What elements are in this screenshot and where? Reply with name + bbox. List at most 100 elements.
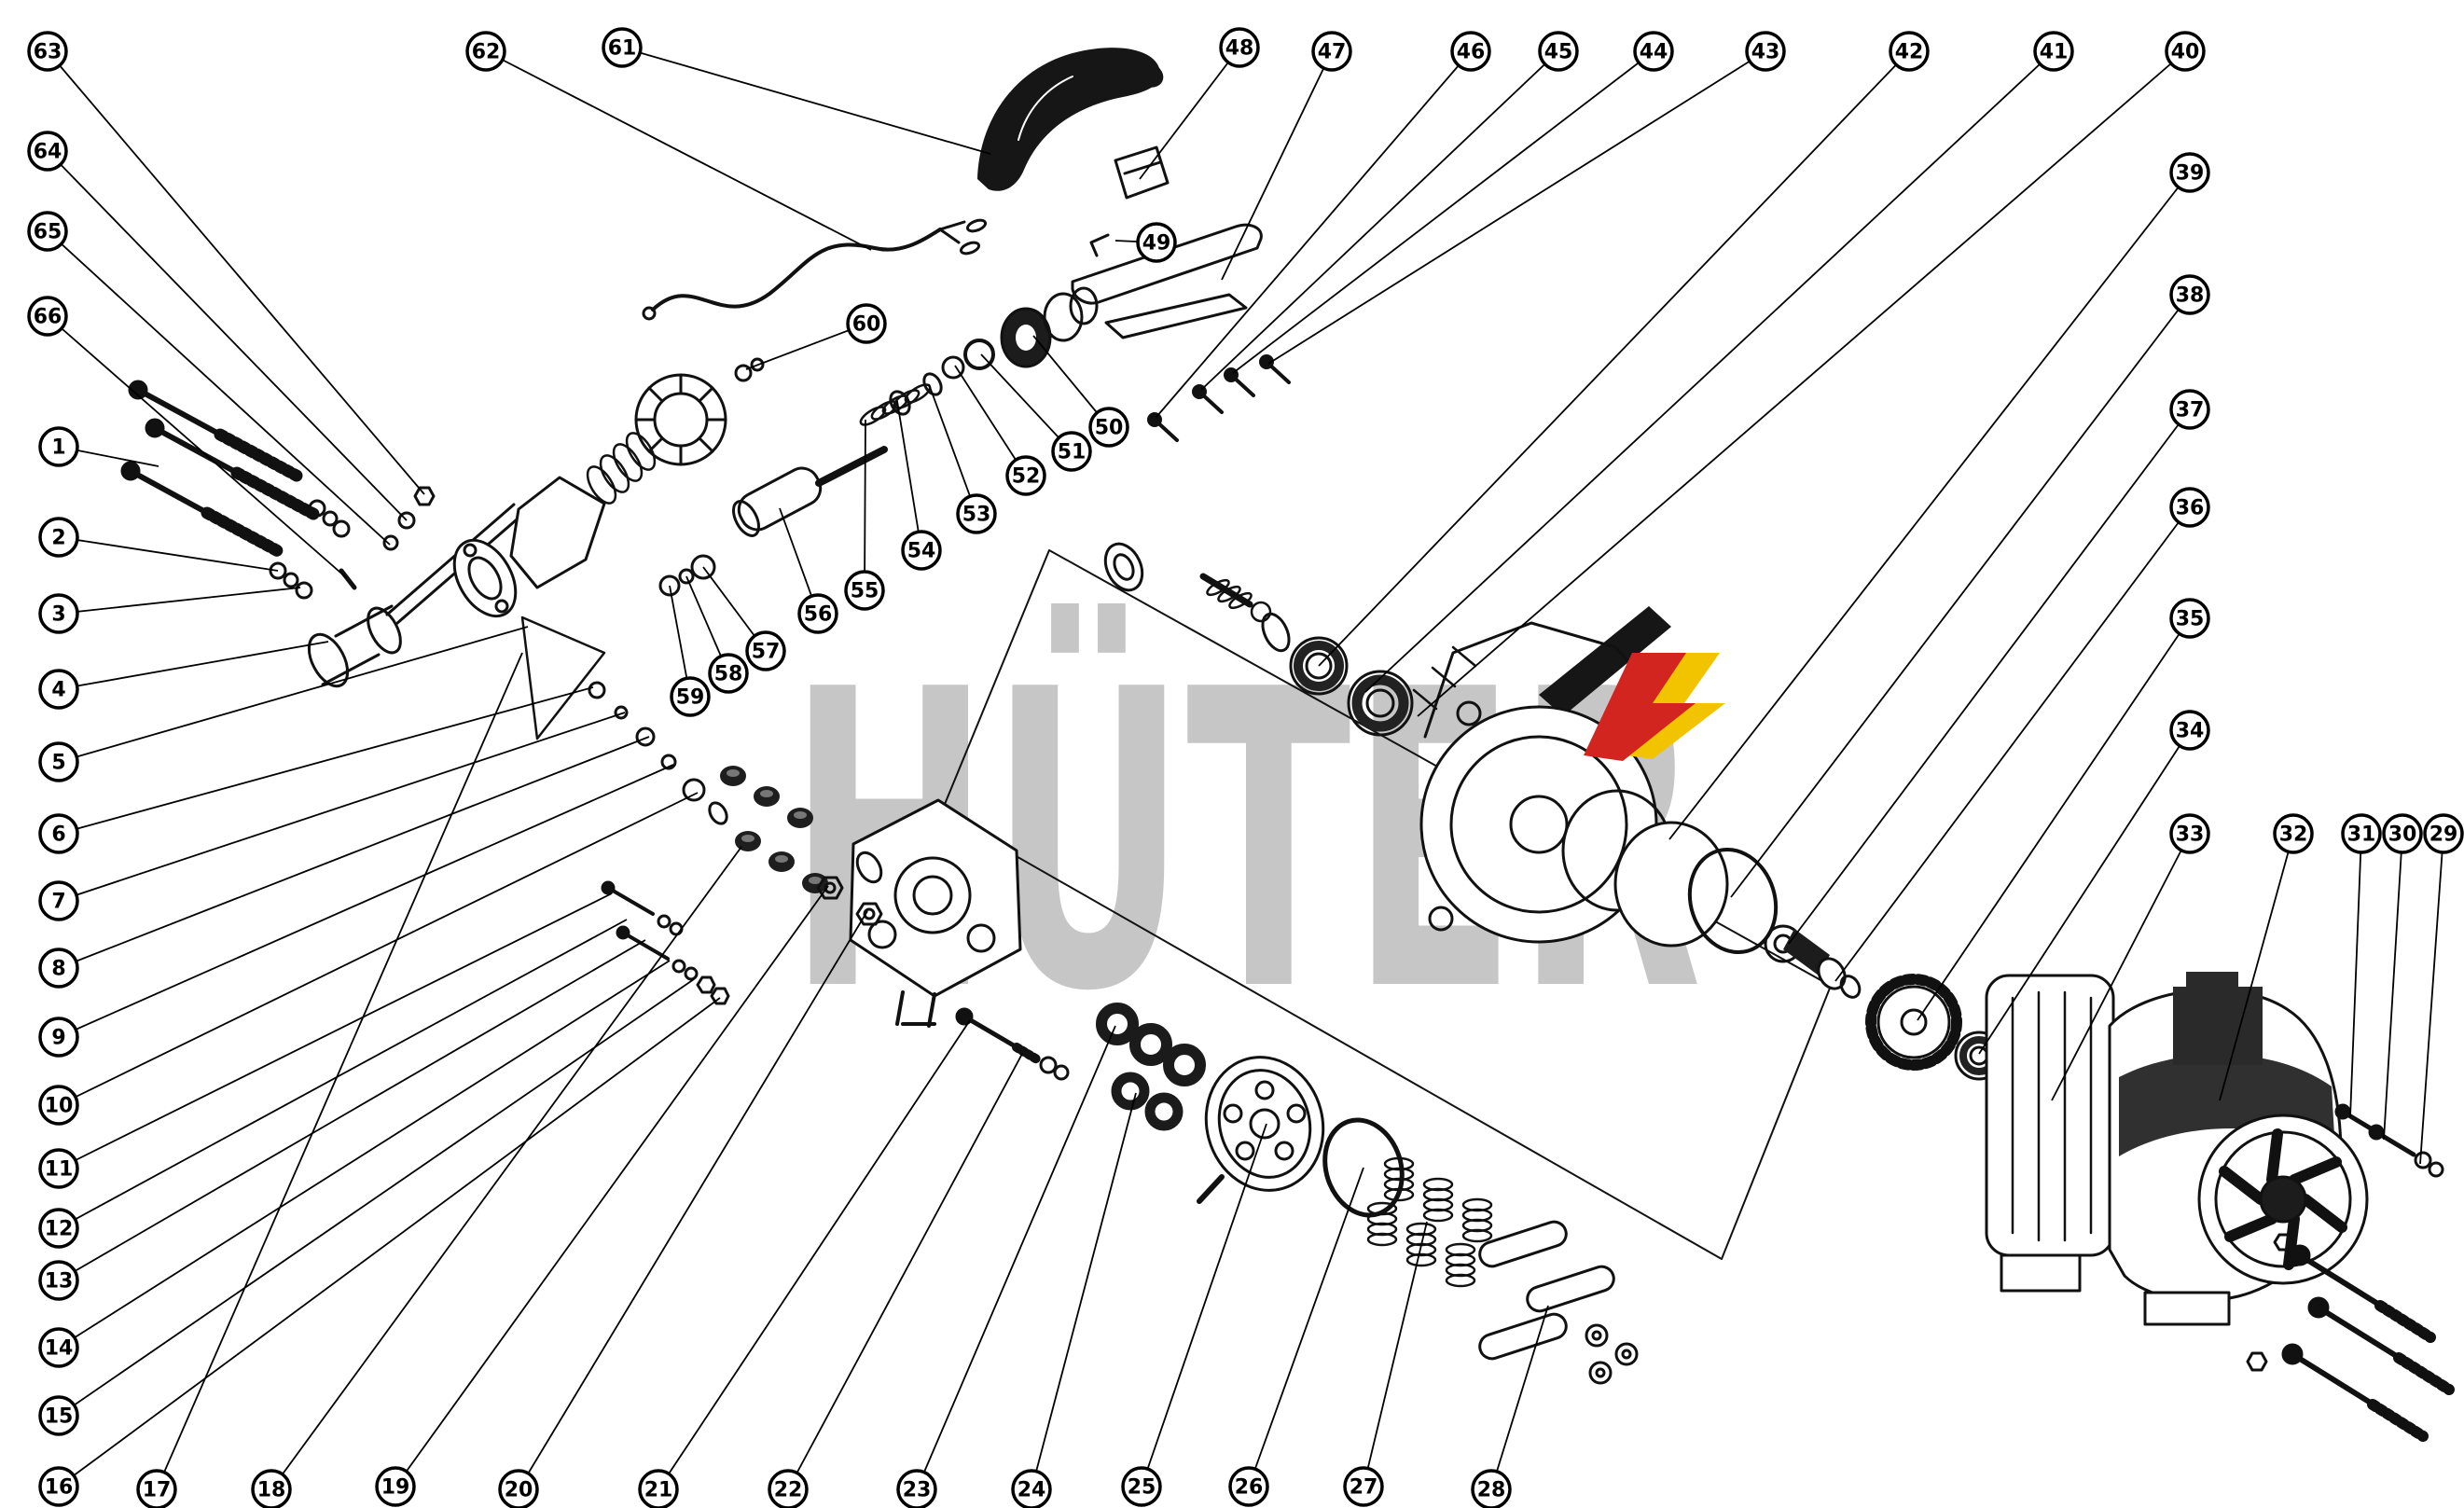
leader-line-52 [954,365,1027,477]
callout-circle-6 [38,813,79,854]
callout-balloon-13: 13 [38,1260,79,1301]
callout-number-47: 47 [1318,41,1347,64]
callout-balloon-48: 48 [1219,27,1260,68]
callout-number-19: 19 [381,1476,410,1500]
leader-line-47 [1221,50,1333,281]
callout-circle-42 [1889,31,1930,72]
leader-line-41 [1364,50,2055,693]
callout-number-9: 9 [51,1027,65,1050]
callout-number-3: 3 [51,603,65,627]
callout-balloon-14: 14 [38,1327,79,1368]
leader-line-11 [58,892,613,1169]
callout-balloon-45: 45 [1538,31,1579,72]
callout-number-13: 13 [45,1270,74,1294]
callout-balloon-42: 42 [1889,31,1930,72]
callout-number-51: 51 [1058,441,1087,464]
callout-balloon-63: 63 [27,31,68,72]
callout-circle-48 [1219,27,1260,68]
callout-balloon-34: 34 [2169,710,2210,751]
callout-balloon-32: 32 [2273,813,2314,854]
callout-balloon-41: 41 [2033,31,2074,72]
callout-number-57: 57 [752,641,781,664]
callout-number-24: 24 [1017,1479,1046,1502]
callout-circle-12 [38,1208,79,1249]
callout-circle-38 [2169,274,2210,315]
callout-balloon-36: 36 [2169,487,2210,528]
leader-line-30 [2383,833,2403,1141]
callout-balloon-58: 58 [708,653,749,694]
leader-line-20 [518,910,868,1490]
part-screws-small [1147,354,1291,442]
callout-circle-36 [2169,487,2210,528]
part-gun-body [452,476,606,618]
callout-balloon-18: 18 [251,1469,292,1508]
leader-line-32 [2219,833,2294,1101]
callout-circle-56 [797,593,838,634]
leader-line-36 [1834,506,2191,982]
callout-number-56: 56 [804,603,833,627]
leader-line-33 [2051,833,2191,1101]
part-washer [734,364,753,382]
part-bolts-small [601,880,730,1005]
callout-number-41: 41 [2040,41,2069,64]
part-housing [1412,606,1671,944]
leader-line-46 [1156,50,1472,418]
callout-number-52: 52 [1012,465,1041,489]
leader-line-22 [787,1053,1023,1490]
leader-line-14 [58,960,671,1349]
callout-number-4: 4 [51,679,65,702]
callout-circle-62 [465,31,506,72]
callout-number-11: 11 [45,1158,74,1182]
callout-balloon-25: 25 [1121,1466,1162,1507]
part-lance [307,503,525,688]
callout-balloon-17: 17 [136,1469,177,1508]
callout-circle-37 [2169,389,2210,430]
callout-number-53: 53 [962,504,991,527]
callout-number-49: 49 [1142,232,1171,256]
callout-circle-47 [1311,31,1352,72]
callout-circle-31 [2341,813,2382,854]
leader-line-51 [980,353,1073,452]
leader-line-4 [58,641,329,690]
callout-balloon-50: 50 [1088,407,1129,448]
callout-number-33: 33 [2176,823,2205,847]
leader-line-19 [395,885,829,1487]
part-switch-clip [1114,145,1170,200]
callout-balloon-12: 12 [38,1208,79,1249]
callout-circle-11 [38,1148,79,1189]
leader-line-37 [1788,408,2191,945]
leader-line-21 [658,1019,971,1490]
callout-number-16: 16 [45,1476,74,1500]
callout-circle-7 [38,880,79,921]
part-power-cord [642,218,988,321]
callout-balloon-53: 53 [956,493,997,534]
brand-logo [1584,653,1725,761]
part-valve-discs [1096,1003,1206,1131]
callout-circle-13 [38,1260,79,1301]
leader-line-3 [58,587,301,615]
callout-balloon-56: 56 [797,593,838,634]
part-pistons [1478,1220,1639,1385]
callout-number-28: 28 [1477,1479,1506,1502]
callout-number-58: 58 [714,663,743,686]
callout-balloon-23: 23 [896,1469,937,1508]
callout-balloon-11: 11 [38,1148,79,1189]
part-bolts-left [120,380,351,600]
leader-line-16 [58,997,721,1487]
callout-circle-59 [670,676,711,717]
leader-line-25 [1141,1123,1267,1487]
part-washer-row [588,681,728,825]
callout-circle-27 [1343,1466,1384,1507]
leader-line-13 [58,939,646,1281]
callout-circle-63 [27,31,68,72]
part-washer-set [658,554,716,597]
callout-circle-53 [956,493,997,534]
leader-line-28 [1490,1305,1549,1490]
callout-number-10: 10 [45,1095,74,1118]
part-motor [1985,972,2369,1326]
callout-number-29: 29 [2429,823,2458,847]
callout-number-50: 50 [1095,417,1124,440]
callout-number-59: 59 [676,686,705,710]
part-gun-handle [977,48,1164,191]
